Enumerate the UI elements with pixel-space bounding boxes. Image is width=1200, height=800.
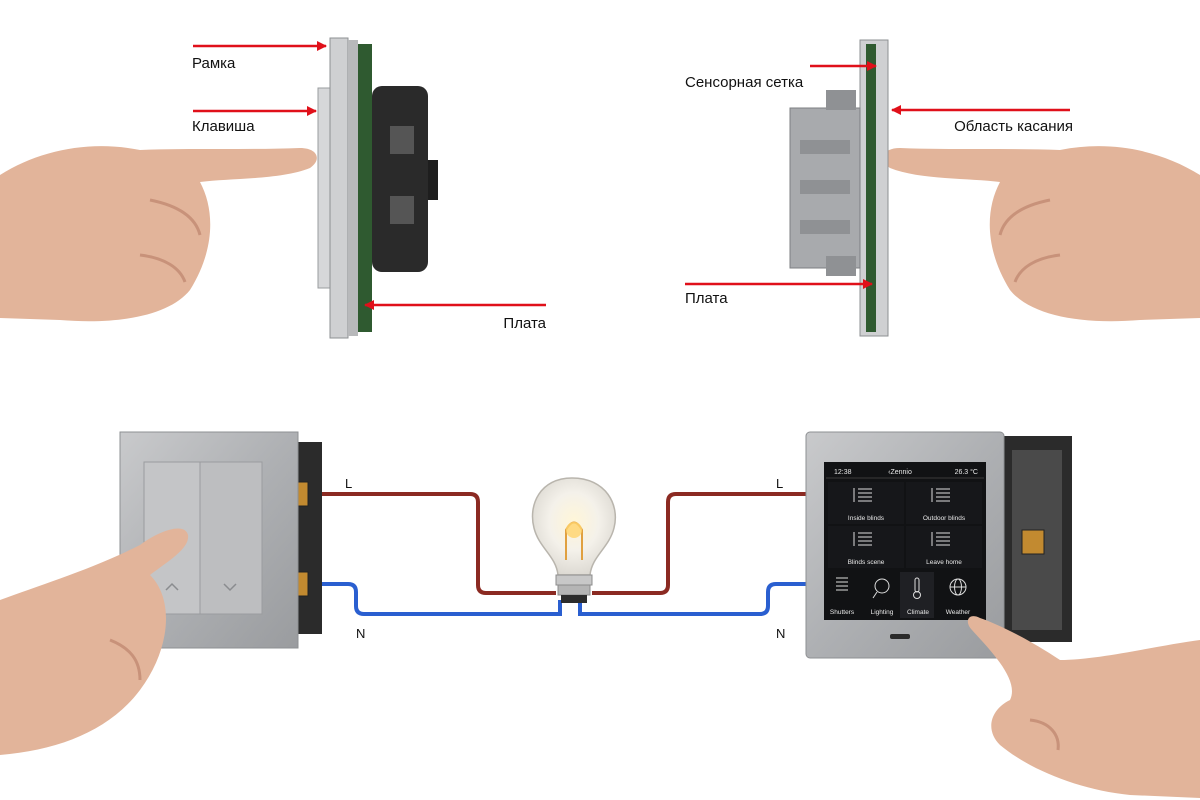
live-wire-right xyxy=(592,492,812,595)
label-live-left: L xyxy=(345,476,352,491)
screen-brand: ‹Zennio xyxy=(888,469,912,476)
tile-label: Blinds scene xyxy=(848,559,885,566)
dock-label: Climate xyxy=(907,609,929,616)
dock-label: Lighting xyxy=(871,609,894,616)
dock-weather[interactable]: Weather xyxy=(946,578,971,616)
tile-label: Inside blinds xyxy=(848,515,885,522)
dock-label: Weather xyxy=(946,609,971,616)
label-frame: Рамка xyxy=(192,55,236,72)
touch-panel-indicator xyxy=(890,634,910,639)
dock-lighting[interactable]: Lighting xyxy=(871,578,894,616)
neutral-wire-left xyxy=(300,582,562,616)
screen-time: 12:38 xyxy=(834,469,852,476)
live-wire-left xyxy=(300,492,556,595)
light-bulb-icon xyxy=(531,477,616,603)
label-board-left: Плата xyxy=(503,315,546,332)
label-touch-area: Область касания xyxy=(954,118,1073,135)
touch-panel-front: 12:38 ‹Zennio 26.3 °C Inside blinds Outd… xyxy=(805,431,1200,798)
screen-tile-inside-blinds[interactable]: Inside blinds xyxy=(828,482,904,524)
dock-label: Shutters xyxy=(830,609,855,616)
hand-right-bottom-icon xyxy=(967,616,1200,798)
label-key: Клавиша xyxy=(192,118,255,135)
switch-key-down[interactable] xyxy=(199,461,263,615)
blinds-icon xyxy=(931,532,950,546)
hand-left-top-icon xyxy=(0,146,317,322)
mechanical-switch-side-view: Рамка Клавиша Плата xyxy=(0,37,547,339)
switch-frame-side xyxy=(329,37,349,339)
mechanical-switch-front xyxy=(0,431,322,755)
touch-board-side xyxy=(866,44,876,332)
hand-right-top-icon xyxy=(883,146,1200,322)
label-sensor-grid: Сенсорная сетка xyxy=(685,74,804,91)
switch-mechanism xyxy=(372,86,428,272)
screen-tile-leave-home[interactable]: Leave home xyxy=(906,526,982,568)
touch-panel-side-view: Сенсорная сетка Область касания Плата xyxy=(685,39,1200,337)
dock-shutters[interactable]: Shutters xyxy=(830,577,855,616)
label-neutral-left: N xyxy=(356,626,365,641)
blinds-icon xyxy=(853,488,872,502)
neutral-wire-right xyxy=(578,582,812,616)
chevron-down-icon xyxy=(223,583,237,592)
screen-tile-blinds-scene[interactable]: Blinds scene xyxy=(828,526,904,568)
shutters-icon xyxy=(836,577,848,591)
wiring: L N L N xyxy=(300,476,812,641)
label-board-right: Плата xyxy=(685,290,728,307)
label-live-right: L xyxy=(776,476,783,491)
lighting-icon xyxy=(874,578,890,594)
screen-tile-outdoor-blinds[interactable]: Outdoor blinds xyxy=(906,482,982,524)
label-neutral-right: N xyxy=(776,626,785,641)
chevron-up-icon xyxy=(165,582,179,591)
switch-board-side xyxy=(358,44,372,332)
hand-left-bottom-icon xyxy=(0,528,189,755)
tile-label: Outdoor blinds xyxy=(923,515,966,522)
screen-temperature: 26.3 °C xyxy=(955,468,978,476)
blinds-icon xyxy=(853,532,872,546)
dock-climate[interactable]: Climate xyxy=(900,572,934,618)
blinds-icon xyxy=(931,488,950,502)
tile-label: Leave home xyxy=(926,559,962,566)
